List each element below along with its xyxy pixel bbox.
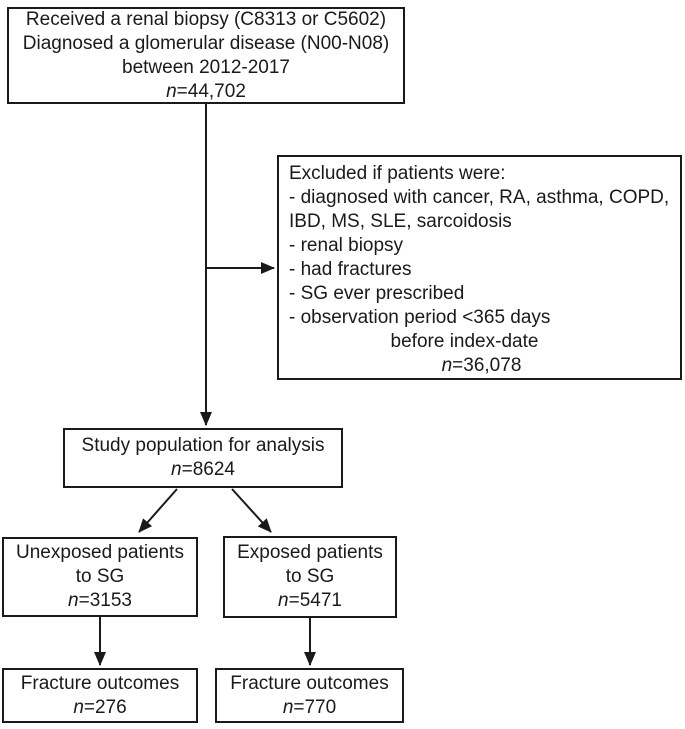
- box-exposed-patients: Exposed patients to SG n=5471: [223, 536, 397, 618]
- exposed-line-1: Exposed patients: [237, 542, 383, 563]
- n-value: =276: [83, 696, 127, 718]
- n-value: =770: [293, 696, 337, 718]
- excluded-item-4: - SG ever prescribed: [289, 283, 465, 304]
- study-n-count: n=8624: [65, 458, 341, 482]
- box-source-population: Received a renal biopsy (C8313 or C5602)…: [7, 7, 405, 104]
- source-n-count: n=44,702: [9, 80, 403, 104]
- box-exclusion-criteria: Excluded if patients were: - diagnosed w…: [277, 155, 682, 380]
- box-study-population: Study population for analysis n=8624: [63, 428, 343, 488]
- source-line-1: Received a renal biopsy (C8313 or C5602): [25, 8, 387, 30]
- unexposed-line-2: to SG: [75, 566, 125, 587]
- excluded-title: Excluded if patients were:: [289, 163, 506, 184]
- source-line-2: Diagnosed a glomerular disease (N00-N08): [22, 32, 390, 54]
- study-line-1: Study population for analysis: [81, 435, 325, 456]
- box-fracture-outcomes-unexposed: Fracture outcomes n=276: [2, 668, 198, 723]
- n-symbol: n: [282, 696, 294, 718]
- exposed-n-count: n=5471: [225, 589, 395, 613]
- fracture-exposed-n-count: n=770: [217, 696, 402, 720]
- excluded-n-count: n=36,078: [289, 354, 680, 378]
- excluded-item-5: - observation period <365 days: [289, 307, 551, 328]
- n-symbol: n: [441, 355, 453, 376]
- n-value: =36,078: [452, 355, 522, 376]
- source-line-3: between 2012-2017: [122, 56, 290, 78]
- box-unexposed-patients: Unexposed patients to SG n=3153: [2, 537, 198, 617]
- n-value: =8624: [181, 459, 235, 480]
- excluded-item-2: - renal biopsy: [289, 235, 404, 256]
- n-symbol: n: [166, 80, 177, 102]
- excluded-item-1: - diagnosed with cancer, RA, asthma, COP…: [289, 187, 670, 208]
- n-symbol: n: [68, 590, 79, 611]
- fracture-unexposed-n-count: n=276: [4, 696, 196, 720]
- n-symbol: n: [73, 696, 84, 718]
- excluded-item-5-continuation: before index-date: [390, 331, 539, 352]
- arrow-study-to-exposed: [231, 488, 272, 533]
- unexposed-line-1: Unexposed patients: [16, 542, 184, 563]
- n-value: =5471: [288, 590, 342, 611]
- n-symbol: n: [278, 590, 289, 611]
- fracture-exposed-line-1: Fracture outcomes: [230, 672, 389, 694]
- n-value: =44,702: [176, 80, 246, 102]
- box-fracture-outcomes-exposed: Fracture outcomes n=770: [215, 668, 404, 723]
- n-symbol: n: [171, 459, 182, 480]
- fracture-unexposed-line-1: Fracture outcomes: [20, 672, 180, 694]
- exposed-line-2: to SG: [285, 566, 335, 587]
- excluded-item-3: - had fractures: [289, 259, 412, 280]
- arrow-study-to-unexposed: [138, 488, 178, 533]
- unexposed-n-count: n=3153: [4, 589, 196, 613]
- n-value: =3153: [78, 590, 132, 611]
- excluded-item-1b: IBD, MS, SLE, sarcoidosis: [289, 211, 512, 232]
